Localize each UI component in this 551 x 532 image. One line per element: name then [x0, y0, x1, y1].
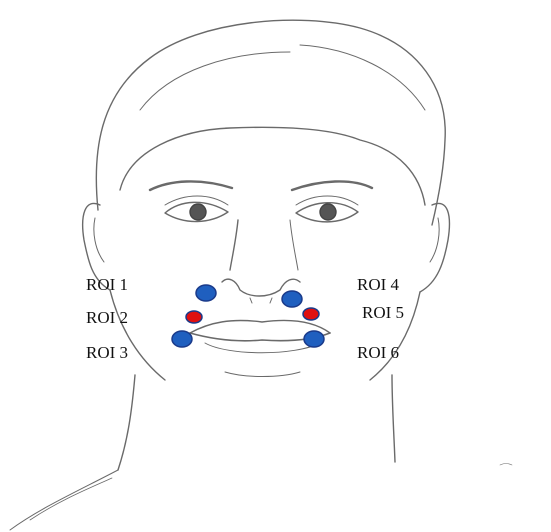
roi-1-marker — [196, 285, 216, 301]
roi-2-label: ROI 2 — [86, 309, 128, 326]
roi-5-marker — [303, 308, 319, 320]
roi-1-label: ROI 1 — [86, 276, 128, 293]
neck-left — [118, 375, 135, 470]
left-eyebrow — [150, 181, 232, 190]
nose — [230, 220, 238, 270]
mouth — [190, 320, 330, 333]
roi-5-label: ROI 5 — [362, 304, 404, 321]
head-outline — [96, 20, 445, 225]
hairline — [120, 127, 425, 205]
roi-3-label: ROI 3 — [86, 344, 128, 361]
right-ear — [420, 203, 449, 292]
neck-right — [392, 375, 395, 462]
roi-6-marker — [304, 331, 324, 347]
roi-4-label: ROI 4 — [357, 276, 399, 293]
roi-2-marker — [186, 311, 202, 323]
roi-4-marker — [282, 291, 302, 307]
roi-6-label: ROI 6 — [357, 344, 399, 361]
right-eyebrow — [292, 181, 372, 190]
roi-3-marker — [172, 331, 192, 347]
